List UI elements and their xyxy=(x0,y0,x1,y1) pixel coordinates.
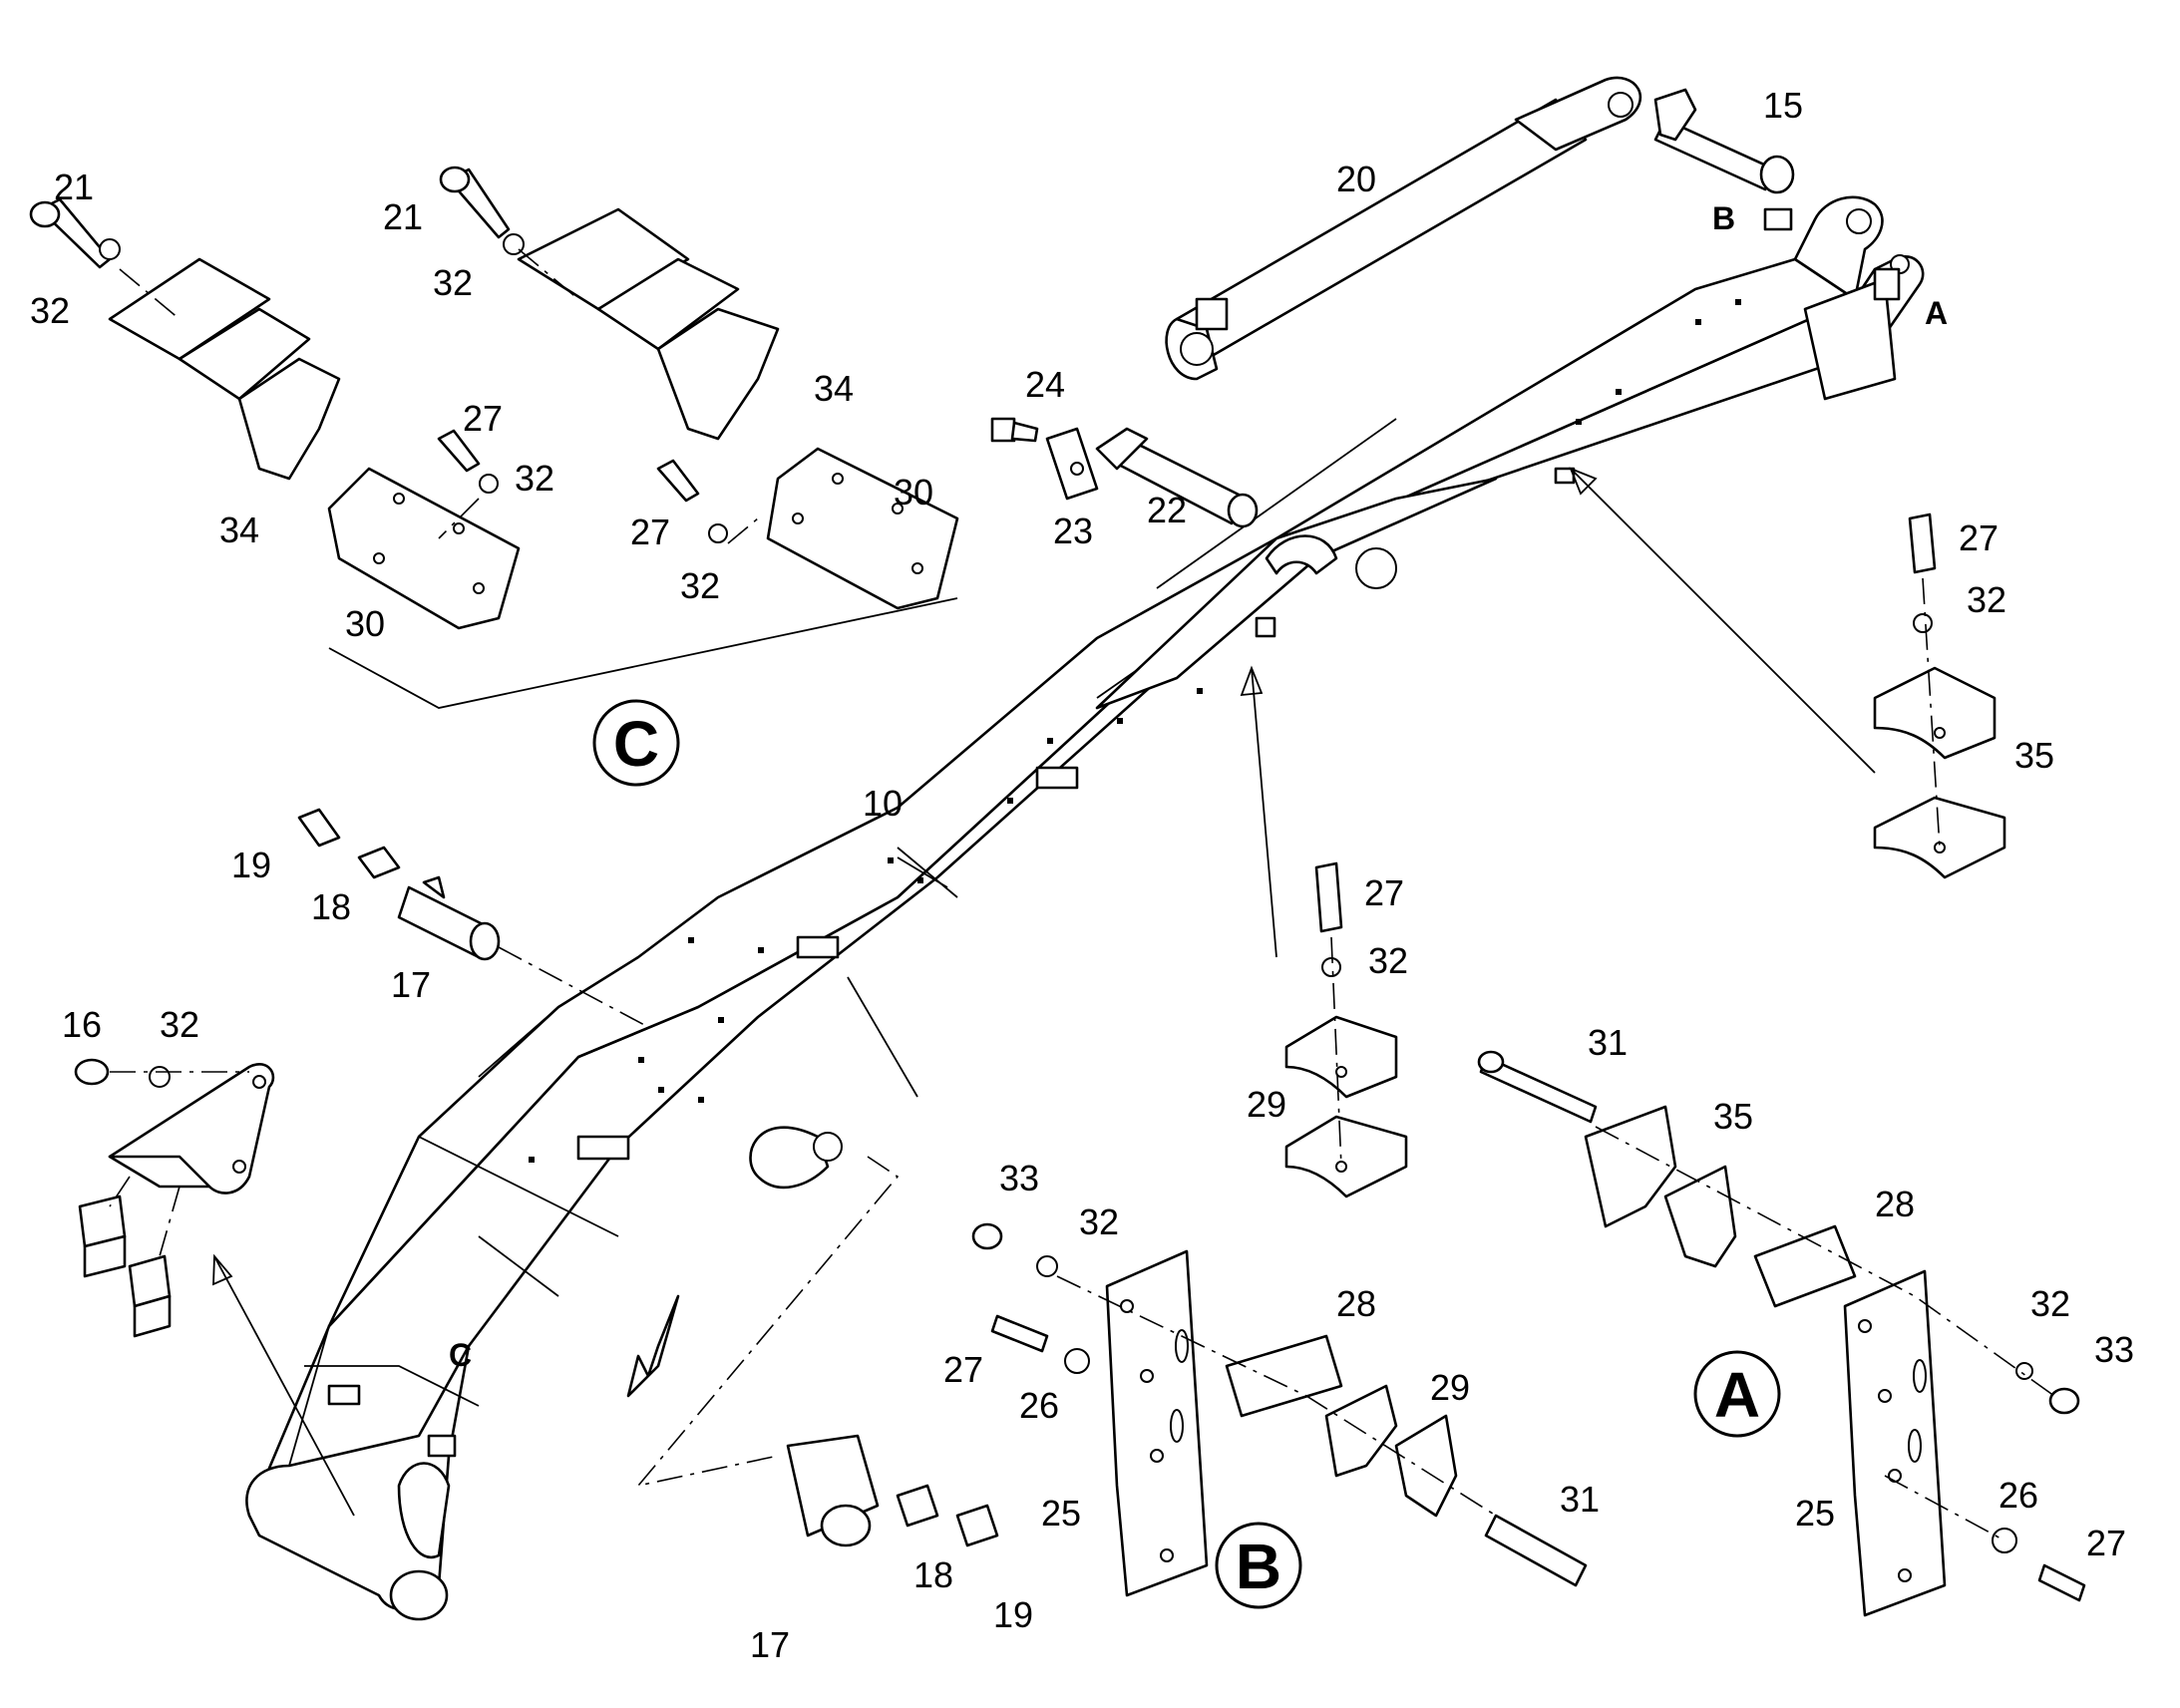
part-16-bracket xyxy=(74,1058,275,1338)
label-26-b: 26 xyxy=(1019,1385,1059,1426)
label-17-upper: 17 xyxy=(391,964,431,1005)
label-29-middle: 29 xyxy=(1247,1084,1286,1125)
part-22-pin xyxy=(1095,427,1259,528)
label-35-a: 35 xyxy=(1713,1096,1753,1137)
label-16: 16 xyxy=(62,1004,102,1045)
label-21-right: 21 xyxy=(383,196,423,237)
location-mark-a: A xyxy=(1925,295,1948,331)
label-27-a: 27 xyxy=(2086,1523,2126,1563)
label-18-upper: 18 xyxy=(311,886,351,927)
label-18-lower: 18 xyxy=(913,1554,953,1595)
part-17-pin-upper xyxy=(397,875,649,1028)
label-32-middle: 32 xyxy=(1368,940,1408,981)
part-29-clamps-middle xyxy=(1284,861,1408,1198)
label-28-a: 28 xyxy=(1875,1184,1915,1224)
label-32-c-right: 32 xyxy=(433,262,473,303)
view-a-letter: A xyxy=(1714,1359,1760,1431)
location-mark-b: B xyxy=(1712,200,1735,236)
view-b-bracket-assembly xyxy=(971,1222,1588,1597)
view-c-clamp-assembly xyxy=(29,166,959,709)
label-21-left: 21 xyxy=(54,167,94,207)
label-27-middle: 27 xyxy=(1364,872,1404,913)
label-35-right: 35 xyxy=(2014,735,2054,776)
label-20: 20 xyxy=(1336,159,1376,199)
label-24: 24 xyxy=(1025,364,1065,405)
label-34-left: 34 xyxy=(219,510,259,550)
part-35-clamps-right xyxy=(1873,512,2006,879)
label-33-b: 33 xyxy=(999,1158,1039,1198)
part-18-19-lower xyxy=(896,1484,999,1547)
location-mark-c: C xyxy=(449,1337,472,1373)
label-32-c-left: 32 xyxy=(30,290,70,331)
view-a-callout: A xyxy=(1693,1350,1781,1438)
label-27-b: 27 xyxy=(943,1349,983,1390)
callout-arrows xyxy=(212,467,1876,1517)
label-27-c-left: 27 xyxy=(630,512,670,552)
label-19-lower: 19 xyxy=(993,1594,1033,1635)
part-18-19-upper xyxy=(297,808,401,879)
part-number-labels: 10 15 16 17 17 18 18 19 19 20 21 21 22 2… xyxy=(30,85,2134,1665)
label-10: 10 xyxy=(863,783,903,824)
view-c-callout: C xyxy=(592,699,680,787)
boom-cylinder xyxy=(1165,76,1642,381)
label-32-right: 32 xyxy=(1967,579,2006,620)
label-32-b: 32 xyxy=(1079,1201,1119,1242)
boom-hardware-dots xyxy=(529,299,1741,1163)
label-32-left: 32 xyxy=(160,1004,199,1045)
label-29-b: 29 xyxy=(1430,1367,1470,1408)
label-25-b: 25 xyxy=(1041,1493,1081,1534)
part-17-pin-lower xyxy=(635,1156,900,1547)
label-32-a: 32 xyxy=(2030,1283,2070,1324)
view-b-callout: B xyxy=(1215,1522,1302,1609)
view-c-letter: C xyxy=(613,708,659,780)
part-23-plate xyxy=(1045,427,1099,501)
label-32-c-center: 32 xyxy=(515,458,554,499)
boom-arm xyxy=(245,195,1925,1621)
label-34-right: 34 xyxy=(814,368,854,409)
label-28-b: 28 xyxy=(1336,1283,1376,1324)
label-22: 22 xyxy=(1147,490,1187,530)
label-31-a: 31 xyxy=(1588,1022,1628,1063)
label-31-b: 31 xyxy=(1560,1479,1600,1520)
label-33-a: 33 xyxy=(2094,1329,2134,1370)
label-26-a: 26 xyxy=(1998,1475,2038,1516)
label-19-upper: 19 xyxy=(231,845,271,885)
part-15-pin xyxy=(1653,88,1795,194)
view-a-bracket-assembly xyxy=(1477,1050,2086,1617)
boom-clamps xyxy=(327,467,1576,1458)
view-b-letter: B xyxy=(1236,1531,1281,1602)
label-30-left: 30 xyxy=(345,603,385,644)
view-a-mark-hardware xyxy=(1763,207,1901,301)
label-17-lower: 17 xyxy=(750,1624,790,1665)
label-27-c-right: 27 xyxy=(463,398,503,439)
label-30-right: 30 xyxy=(894,472,933,512)
label-32-c-lower: 32 xyxy=(680,565,720,606)
label-25-a: 25 xyxy=(1795,1493,1835,1534)
label-23: 23 xyxy=(1053,511,1093,551)
part-24-bolt xyxy=(990,417,1039,443)
label-27-right: 27 xyxy=(1959,517,1998,558)
label-15: 15 xyxy=(1763,85,1803,126)
